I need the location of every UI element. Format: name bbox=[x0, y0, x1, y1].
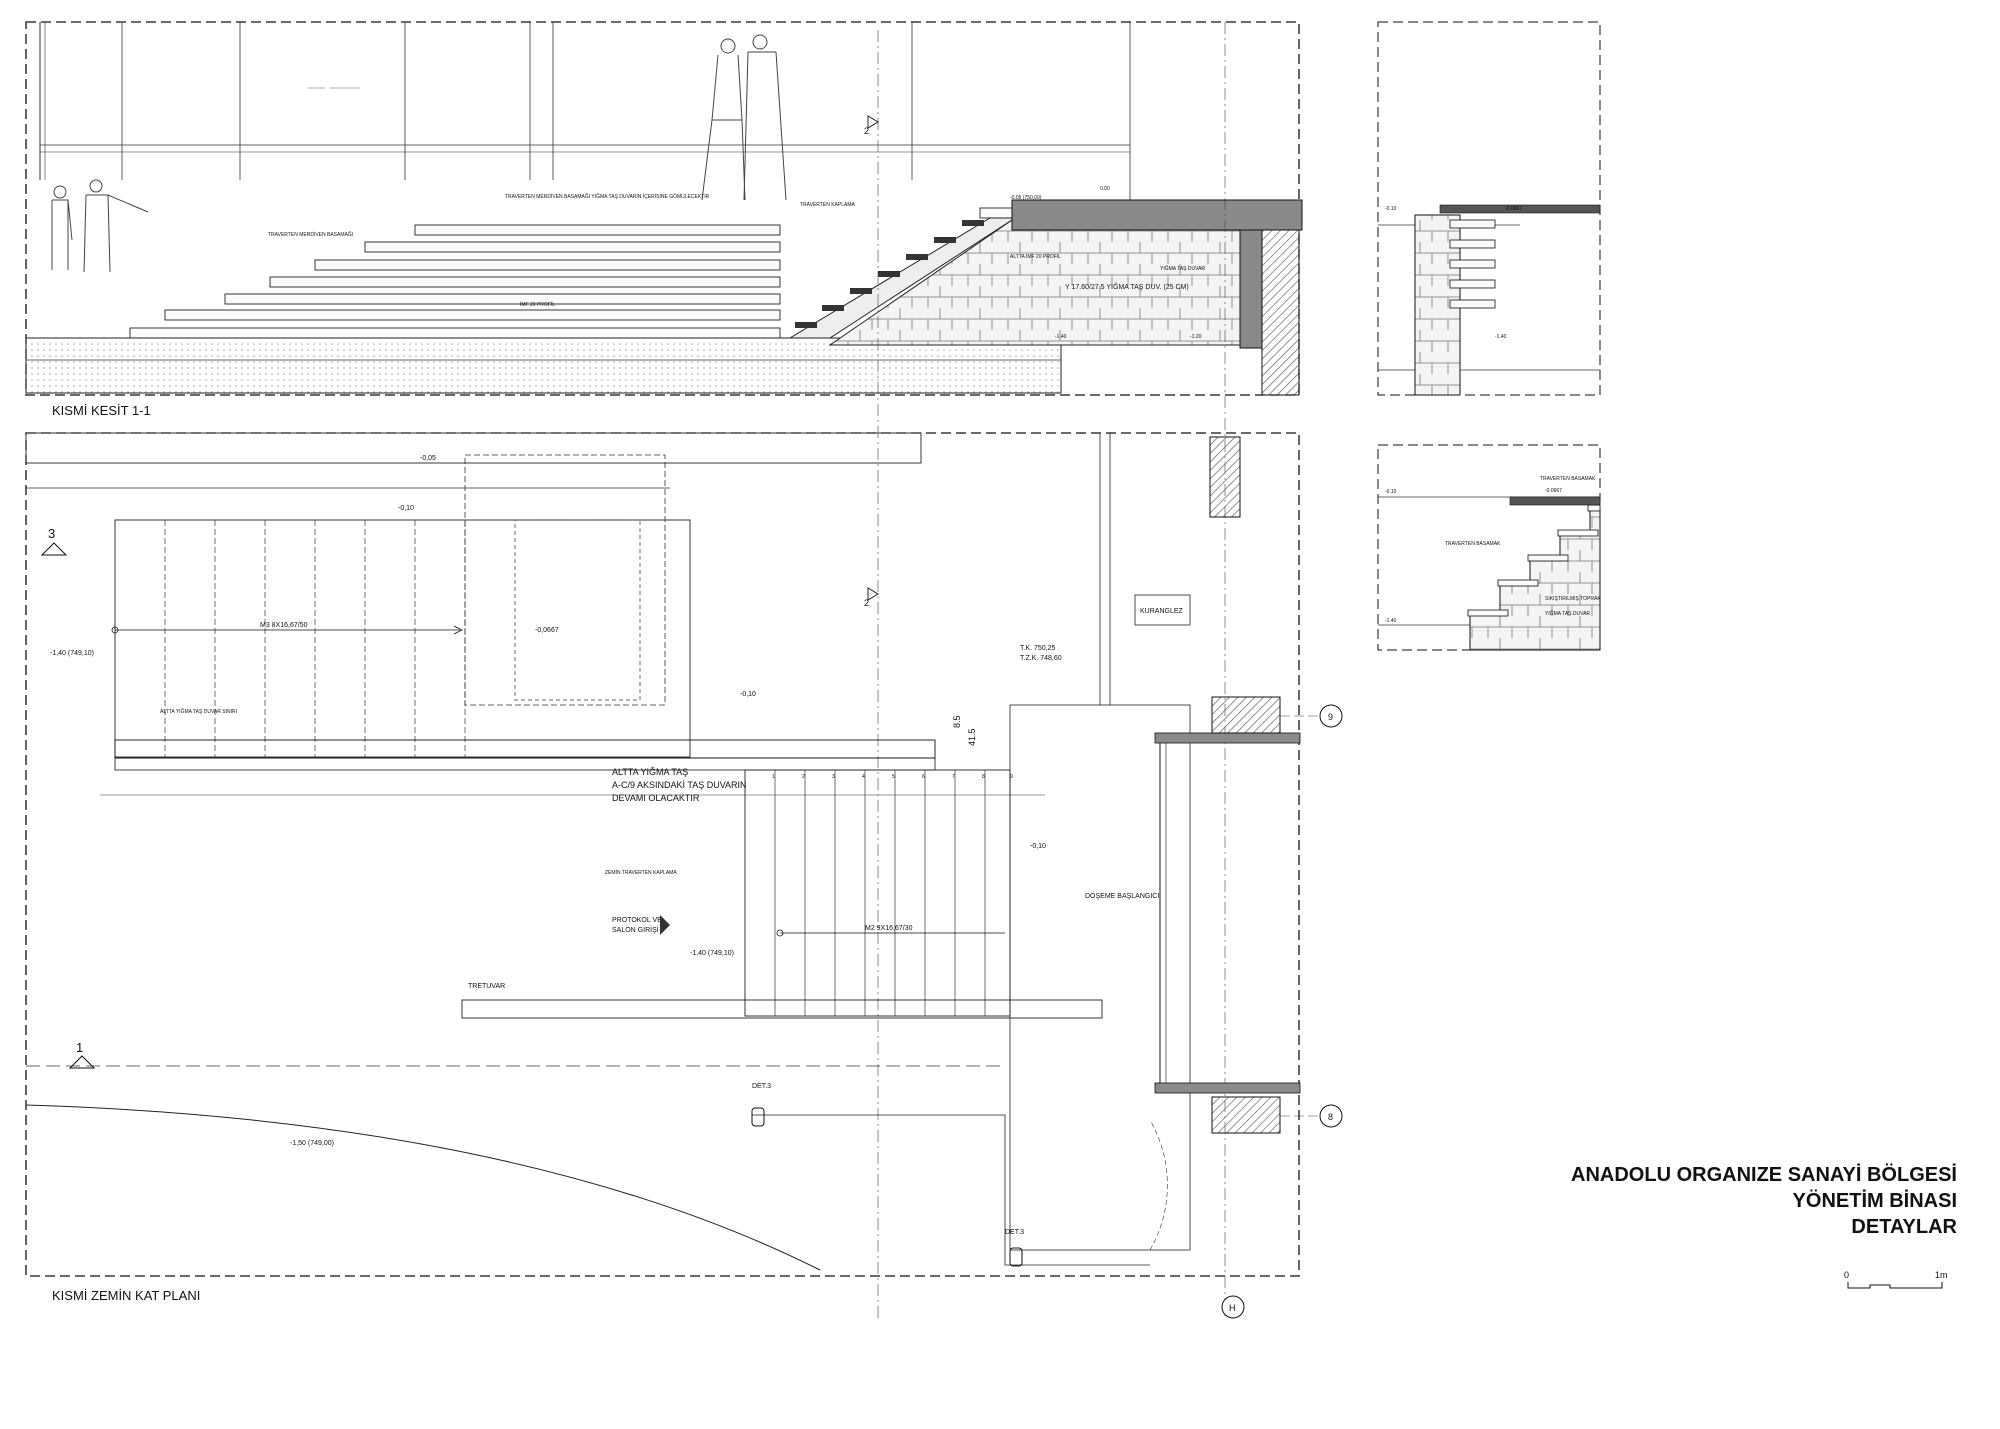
svg-text:-0,05: -0,05 bbox=[420, 455, 436, 462]
axis-bubbles: 9 8 H bbox=[1221, 704, 1343, 1319]
svg-text:-1,50 (749,00): -1,50 (749,00) bbox=[290, 1140, 334, 1147]
detail1-steps bbox=[1449, 219, 1496, 309]
svg-text:-0,0667: -0,0667 bbox=[535, 627, 559, 634]
note-4: ALTTA İMF 20 PROFİL bbox=[1010, 253, 1061, 260]
detail-2: -0.10 -0.0667 -1.40 TRAVERTEN BASAMAK TR… bbox=[1377, 444, 1601, 651]
step-numbers: 1 2 3 4 5 6 7 8 9 bbox=[772, 774, 1013, 780]
d1-level-2: -1.40 bbox=[1495, 334, 1507, 340]
title-line-1: ANADOLU ORGANIZE SANAYİ BÖLGESİ bbox=[1571, 1164, 1957, 1186]
d2-level-2: -1.40 bbox=[1385, 618, 1397, 624]
m2-treads bbox=[774, 770, 986, 1016]
note-1: TRAVERTEN MERDİVEN BASAMAĞI bbox=[268, 231, 353, 238]
scale-bar: 0 1m bbox=[1844, 1270, 1948, 1289]
svg-text:-1,40 (749,10): -1,40 (749,10) bbox=[690, 950, 734, 957]
level-a: -1.40 bbox=[1055, 334, 1067, 340]
project-title: ANADOLU ORGANIZE SANAYİ BÖLGESİ YÖNETİM … bbox=[1571, 1162, 1957, 1240]
section-mark-1: 1 bbox=[76, 1040, 83, 1055]
d2-level-1: -0.0667 bbox=[1545, 488, 1562, 494]
svg-text:-0,10: -0,10 bbox=[398, 505, 414, 512]
section-caption: KISMİ KESİT 1-1 bbox=[52, 403, 151, 418]
stair-m2-label: M2 9X16,67/30 bbox=[865, 925, 913, 932]
kuranglez-label: KURANGLEZ bbox=[1140, 608, 1184, 615]
d2-level-0: -0.10 bbox=[1385, 489, 1397, 495]
svg-text:6: 6 bbox=[922, 774, 925, 780]
section-marker-2: 2 bbox=[864, 126, 869, 136]
section-mark-2: 2 bbox=[864, 598, 869, 608]
tzk-label: T.Z.K. 748,60 bbox=[1020, 655, 1062, 662]
detail-1: -0.10 -0.0667 -1.40 bbox=[1377, 21, 1601, 396]
wall-label: ALTTA YIĞMA TAŞ DUVAR SINIRI bbox=[160, 708, 237, 715]
svg-text:5: 5 bbox=[892, 774, 895, 780]
scale-one: 1m bbox=[1935, 1270, 1948, 1280]
svg-text:-1,40 (749,10): -1,40 (749,10) bbox=[50, 650, 94, 657]
section-1-1: 2 -0.05 (750,00) Y 17.60/27.5 YIĞMA TAŞ … bbox=[25, 21, 1303, 1320]
title-line-2: YÖNETİM BİNASI bbox=[1792, 1190, 1957, 1212]
svg-text:9: 9 bbox=[1010, 774, 1013, 780]
svg-text:7: 7 bbox=[952, 774, 955, 780]
axis-9: 9 bbox=[1328, 712, 1333, 722]
axis-8: 8 bbox=[1328, 1112, 1333, 1122]
stringer-step-blocks bbox=[795, 220, 984, 328]
tretuvar-label: TRETUVAR bbox=[468, 983, 505, 990]
tk-label: T.K. 750,25 bbox=[1020, 645, 1056, 652]
wall-note-1: A-C/9 AKSINDAKİ TAŞ DUVARIN bbox=[612, 780, 747, 790]
zemin-note: ZEMİN TRAVERTEN KAPLAMA bbox=[605, 869, 677, 876]
stair-note: Y 17.60/27.5 YIĞMA TAŞ DUV. (25 CM) bbox=[1065, 282, 1189, 291]
note-0: TRAVERTEN MERDİVEN BASAMAĞI YIĞMA TAŞ DU… bbox=[505, 193, 710, 200]
note-5: YIĞMA TAŞ DUVAR bbox=[1160, 265, 1205, 272]
scale-zero: 0 bbox=[1844, 1270, 1849, 1280]
doseme-label: DÖŞEME BAŞLANGICI bbox=[1085, 892, 1159, 900]
dim-415: 41.5 bbox=[967, 728, 977, 746]
det3-b: DET.3 bbox=[1005, 1229, 1024, 1236]
protocol-0: PROTOKOL VE bbox=[612, 917, 662, 924]
section-mark-3: 3 bbox=[48, 526, 55, 541]
people-silhouettes bbox=[51, 34, 787, 273]
level-c: 0.00 bbox=[1100, 186, 1110, 192]
d2-note-0: TRAVERTEN BASAMAK bbox=[1540, 476, 1596, 482]
stair-m3-label: M3 8X16,67/50 bbox=[260, 622, 308, 629]
dim-85: 8.5 bbox=[952, 715, 962, 728]
svg-text:1: 1 bbox=[772, 774, 775, 780]
level-b: -1.20 bbox=[1190, 334, 1202, 340]
wall-note-2: DEVAMI OLACAKTIR bbox=[612, 793, 700, 803]
d2-note-1: TRAVERTEN BASAMAK bbox=[1445, 541, 1501, 547]
detail2-treads bbox=[1467, 504, 1601, 617]
svg-text:-0,10: -0,10 bbox=[1030, 843, 1046, 850]
d2-note-3: SIKIŞTIRILMIŞ TOPRAK bbox=[1545, 596, 1601, 602]
axis-h: H bbox=[1229, 1303, 1236, 1313]
svg-text:-0,10: -0,10 bbox=[740, 691, 756, 698]
svg-text:4: 4 bbox=[862, 774, 865, 780]
d1-level-1: -0.0667 bbox=[1505, 206, 1522, 212]
title-line-3: DETAYLAR bbox=[1851, 1216, 1957, 1238]
level-top: -0.05 (750,00) bbox=[1010, 195, 1042, 201]
protocol-1: SALON GİRİŞİ bbox=[612, 925, 659, 934]
svg-text:8: 8 bbox=[982, 774, 985, 780]
svg-text:3: 3 bbox=[832, 774, 835, 780]
note-2: İMF 20 PROFİL bbox=[520, 301, 555, 308]
det3-a: DET.3 bbox=[752, 1083, 771, 1090]
d2-note-2: YIĞMA TAŞ DUVAR bbox=[1545, 610, 1590, 617]
m3-treads bbox=[164, 520, 466, 757]
floor-plan: M3 8X16,67/50 ALTTA YIĞMA TAŞ A-C/9 AKSI… bbox=[25, 432, 1301, 1303]
level-markers: -0,05 -0,10 -0,0667 -0,10 -0,10 -1,40 (7… bbox=[50, 455, 1046, 1147]
svg-text:2: 2 bbox=[802, 774, 805, 780]
d1-level-0: -0.10 bbox=[1385, 206, 1397, 212]
wall-note-0: ALTTA YIĞMA TAŞ bbox=[612, 767, 688, 777]
plan-caption: KISMİ ZEMİN KAT PLANI bbox=[52, 1288, 200, 1303]
note-3: TRAVERTEN KAPLAMA bbox=[800, 202, 855, 208]
